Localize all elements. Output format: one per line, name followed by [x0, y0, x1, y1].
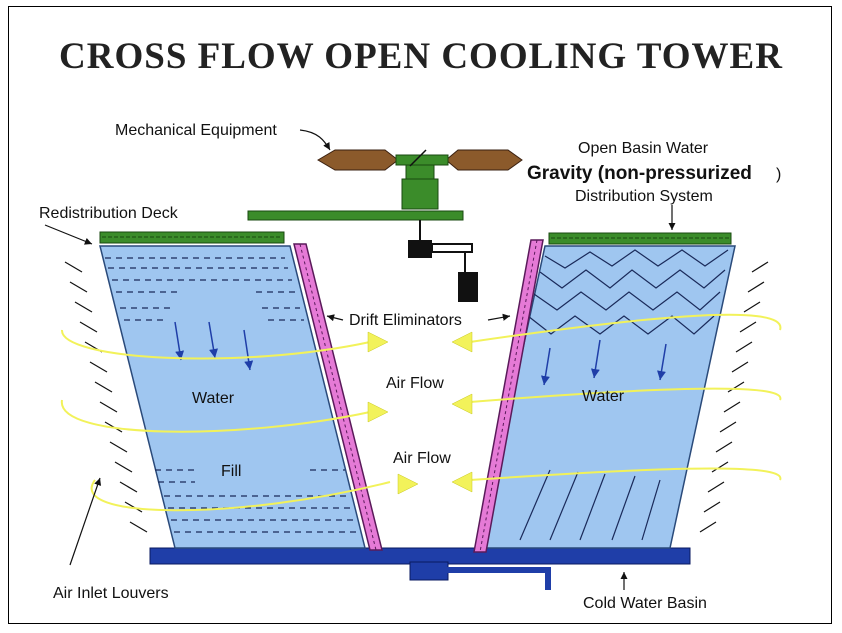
cold-water-basin: [149, 547, 691, 590]
left-air-inlet-louvers: [64, 261, 148, 533]
redistribution-deck-left: [99, 231, 285, 244]
cold-water-basin-label: Cold Water Basin: [583, 595, 707, 612]
right-drift-eliminator: [473, 239, 544, 553]
air-inlet-louvers-label: Air Inlet Louvers: [53, 585, 169, 602]
diagram-frame: [8, 6, 832, 624]
air-flow-label-2: Air Flow: [393, 450, 451, 467]
air-flow-curves: [60, 313, 782, 512]
water-label-right: Water: [582, 388, 625, 405]
distribution-system-label: Distribution System: [575, 188, 713, 205]
fill-label: Fill: [221, 463, 241, 480]
right-air-inlet-louvers: [699, 261, 769, 533]
water-label-left: Water: [192, 390, 235, 407]
redistribution-deck-label: Redistribution Deck: [39, 205, 179, 222]
mechanical-equipment: [247, 149, 523, 302]
drift-eliminators-label: Drift Eliminators: [349, 312, 462, 329]
leader-arrows: [44, 129, 676, 590]
diagram-title: CROSS FLOW OPEN COOLING TOWER: [59, 36, 783, 77]
air-flow-label-1: Air Flow: [386, 375, 444, 392]
left-drift-eliminator: [293, 243, 383, 551]
mechanical-equipment-label: Mechanical Equipment: [115, 122, 277, 139]
distribution-deck-right: [548, 232, 732, 245]
gravity-paren-label: ): [776, 166, 781, 183]
gravity-label: Gravity (non-pressurized: [527, 163, 752, 184]
open-basin-water-label: Open Basin Water: [578, 140, 709, 157]
air-flow-arrowheads: [367, 331, 473, 495]
